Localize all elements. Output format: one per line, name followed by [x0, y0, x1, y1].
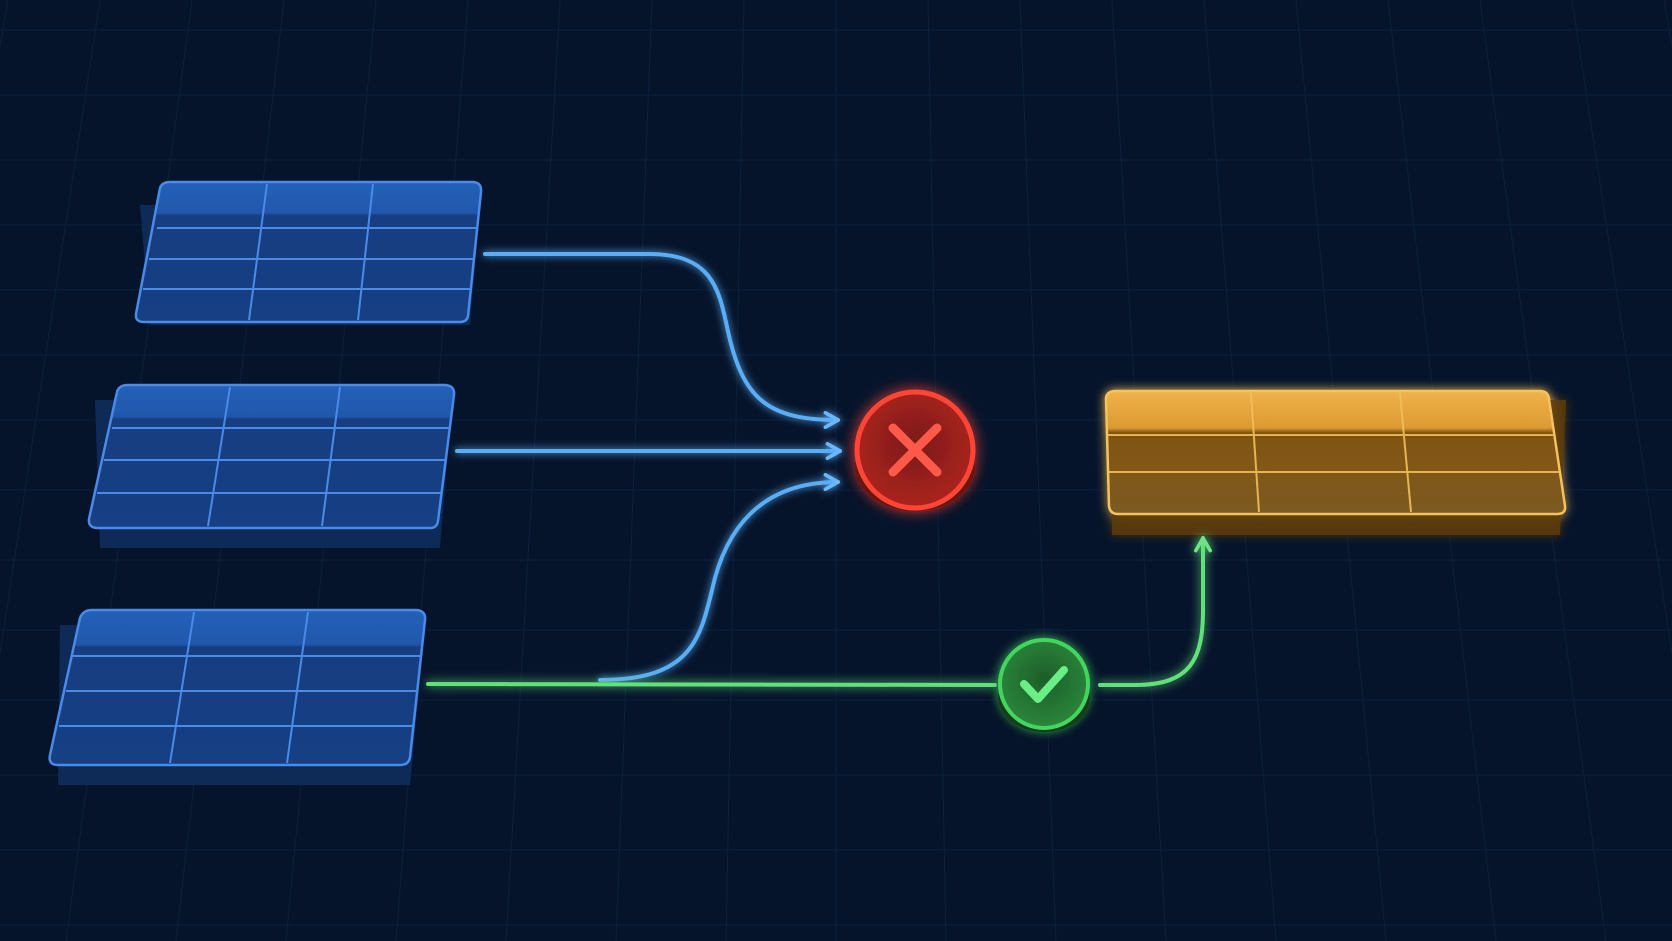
table-gridlines	[97, 386, 450, 527]
source-table-3	[48, 608, 427, 785]
target-table	[1104, 389, 1567, 535]
input-flows	[455, 252, 842, 682]
grid-line-vertical	[1571, 0, 1672, 657]
source-table-1	[134, 180, 483, 325]
accept-node	[998, 638, 1090, 732]
reject-node	[854, 389, 976, 511]
table-gridlines	[143, 183, 477, 321]
accept-flow	[426, 536, 1212, 687]
source-table-2	[87, 383, 456, 548]
table-gridlines	[59, 611, 421, 764]
flow-check-to-target	[1098, 536, 1212, 687]
grid-line-vertical	[505, 0, 561, 941]
grid-line-vertical	[1019, 0, 1057, 941]
flow-source-3-to-check	[426, 682, 997, 687]
grid-line-vertical	[615, 0, 653, 941]
x-icon	[888, 423, 942, 477]
table-gridlines	[1108, 392, 1559, 513]
flow-source-1-to-merge	[483, 252, 840, 429]
grid-line-vertical	[0, 0, 101, 657]
flow-source-3-to-merge	[598, 473, 840, 682]
grid-line-vertical	[725, 0, 745, 941]
check-icon	[1020, 666, 1068, 703]
